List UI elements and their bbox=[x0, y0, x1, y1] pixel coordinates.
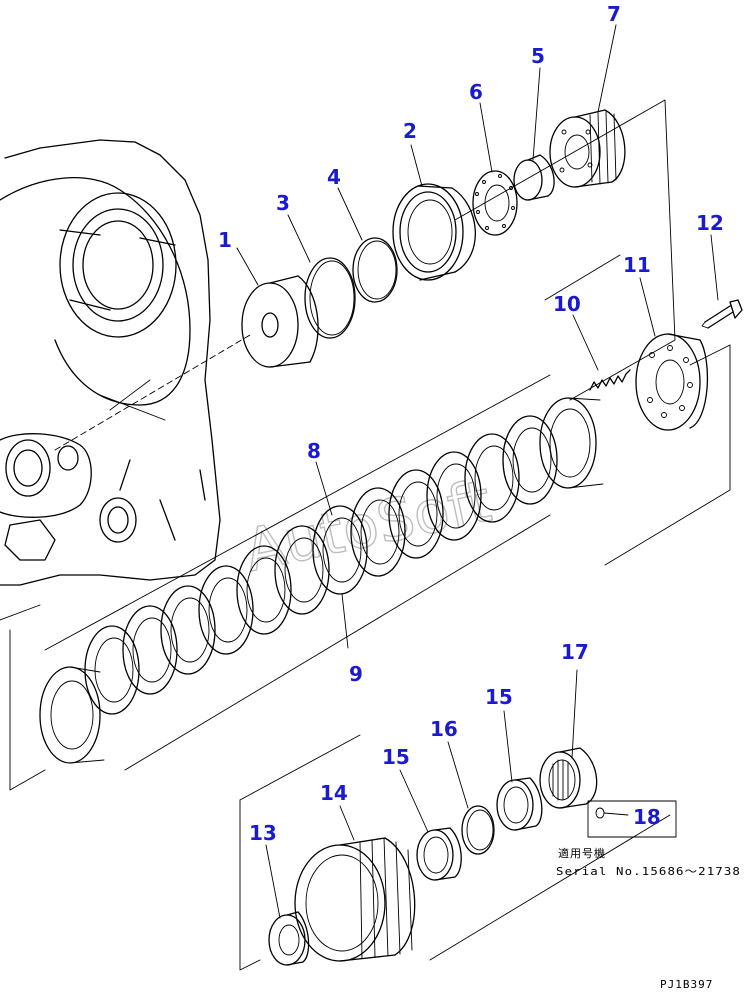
callout-8: 8 bbox=[307, 439, 321, 463]
part-1-piston bbox=[241, 275, 319, 368]
group-frame-lines bbox=[0, 99, 731, 971]
part-18-detail-box bbox=[587, 800, 677, 838]
part-4-seal-ring bbox=[352, 237, 398, 303]
callout-5: 5 bbox=[531, 44, 545, 68]
part-15-bearing-race-lower bbox=[416, 827, 462, 881]
applicability-note: 適用号機 Serial No.15686～21738 bbox=[556, 846, 741, 878]
callout-6: 6 bbox=[469, 80, 483, 104]
callout-11: 11 bbox=[623, 253, 651, 277]
callout-15-lower: 15 bbox=[382, 745, 410, 769]
callout-16: 16 bbox=[430, 717, 458, 741]
callout-14: 14 bbox=[320, 781, 348, 805]
part-11-end-plate bbox=[635, 333, 708, 431]
part-15-bearing-race-upper bbox=[496, 777, 543, 831]
callout-17: 17 bbox=[561, 640, 589, 664]
leader-lines bbox=[236, 24, 719, 919]
note-title: 適用号機 bbox=[558, 846, 606, 860]
callout-13: 13 bbox=[249, 821, 277, 845]
callout-12: 12 bbox=[696, 211, 724, 235]
part-12-bolt bbox=[701, 299, 743, 329]
callout-10: 10 bbox=[553, 292, 581, 316]
note-serial: Serial No.15686～21738 bbox=[556, 865, 741, 878]
callout-7: 7 bbox=[607, 2, 621, 26]
callout-labels: 1 2 3 4 5 6 7 8 9 10 11 12 13 14 15 15 1… bbox=[218, 2, 724, 845]
callout-2: 2 bbox=[403, 119, 417, 143]
part-17-needle-bearing bbox=[539, 747, 598, 809]
callout-18: 18 bbox=[633, 805, 661, 829]
part-2-housing bbox=[392, 183, 476, 281]
part-6-plate bbox=[472, 170, 518, 236]
callout-4: 4 bbox=[327, 165, 341, 189]
watermark: AutoSoft bbox=[239, 467, 497, 585]
part-16-snap-ring bbox=[461, 805, 495, 855]
part-7-hub bbox=[549, 109, 626, 188]
part-14-drum bbox=[294, 837, 416, 962]
transmission-housing bbox=[0, 139, 251, 586]
callout-3: 3 bbox=[276, 191, 290, 215]
callout-9: 9 bbox=[349, 662, 363, 686]
part-5-collar bbox=[513, 154, 555, 201]
callout-15-upper: 15 bbox=[485, 685, 513, 709]
part-13-washer bbox=[268, 911, 310, 966]
callout-1: 1 bbox=[218, 228, 232, 252]
drawing-code: PJ1B397 bbox=[660, 978, 713, 991]
part-10-spring bbox=[589, 369, 631, 391]
clutch-pack-plates bbox=[39, 397, 604, 764]
part-3-seal-ring bbox=[304, 257, 356, 339]
